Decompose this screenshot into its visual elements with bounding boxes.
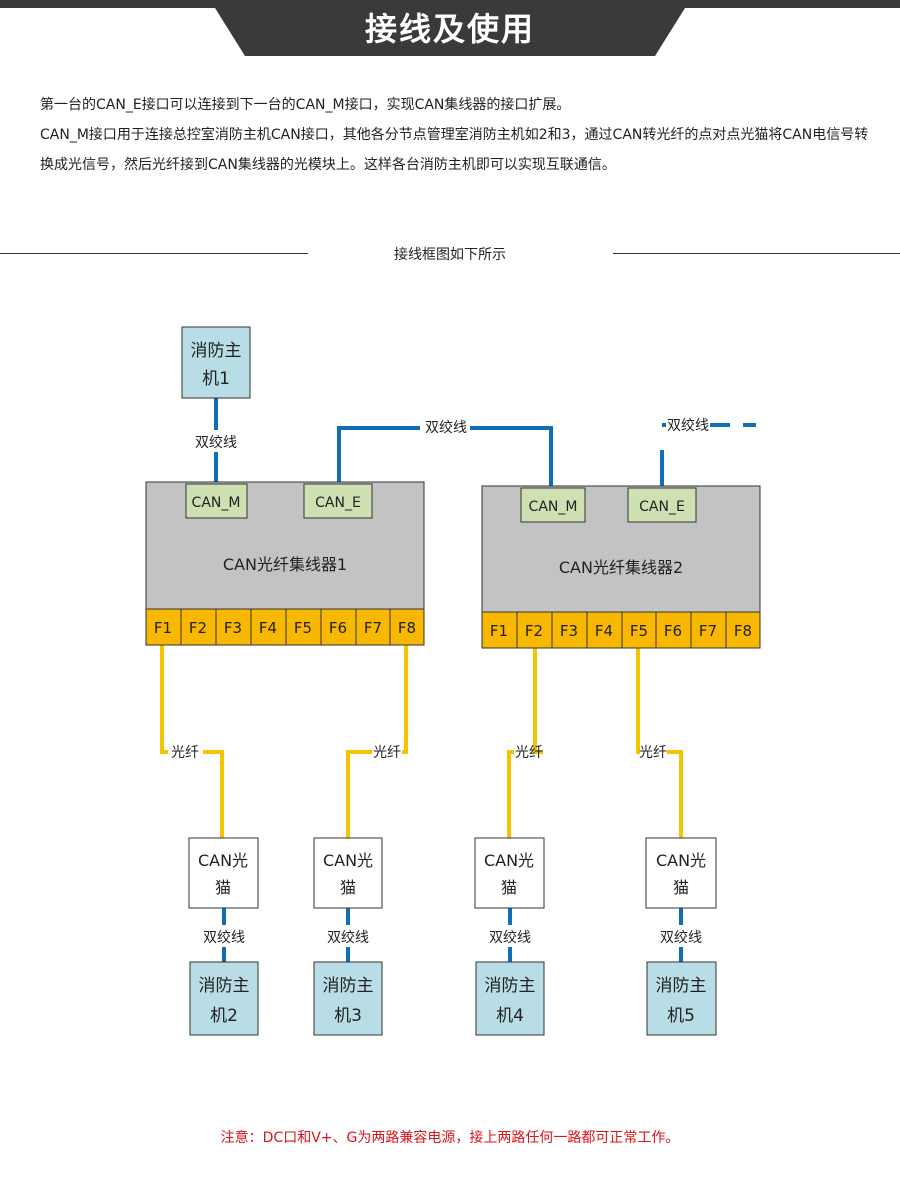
hub-1-port-f7: F7 [364,619,382,637]
hub-1-port-strip: F1 F2 F3 F4 F5 F6 F7 F8 [145,608,425,646]
hub-2-title: CAN光纤集线器2 [559,558,683,577]
can-modem-1-label-a: CAN光 [198,851,248,870]
section-divider-left [0,253,308,254]
hub-2-can-e-label: CAN_E [639,499,685,515]
can-modem-2: CAN光 猫 [313,837,383,909]
hub-1-can-e-port [303,483,373,519]
section-title: 接线框图如下所示 [394,247,506,263]
fiber-lines [160,645,683,838]
can-modem-4-label-b: 猫 [673,878,689,897]
host-2-label-b: 机2 [210,1006,238,1026]
hub-1: CAN_M CAN_E CAN光纤集线器1 F1 F2 F3 F4 F5 F6 … [145,481,425,646]
host-4-label-b: 机4 [496,1006,524,1026]
hub-1-can-m-port [185,483,248,519]
twisted-pair-label-3: 双绞线 [667,417,709,434]
host-3-box: 消防主 机3 [313,961,383,1036]
twisted-pair-label-1: 双绞线 [195,434,237,451]
host-2-box: 消防主 机2 [189,961,259,1036]
hub-1-port-f8: F8 [398,619,416,637]
twisted-pair-label-6: 双绞线 [489,929,531,946]
host-1-label-b: 机1 [202,369,230,389]
twisted-pair-label-7: 双绞线 [660,929,702,946]
hub-1-title: CAN光纤集线器1 [223,555,347,574]
header-banner [0,0,900,56]
can-modem-3-label-b: 猫 [501,878,517,897]
hub-1-port-f2: F2 [189,619,207,637]
hub-2-port-f8: F8 [734,622,752,640]
host-5-label-a: 消防主 [656,976,707,996]
intro-text: 第一台的CAN_E接口可以连接到下一台的CAN_M接口，实现CAN集线器的接口扩… [40,90,870,180]
twisted-pair-label-5: 双绞线 [327,929,369,946]
twisted-pair-label-4: 双绞线 [203,929,245,946]
host-1-box: 消防主 机1 [181,326,251,399]
power-note: 注意：DC口和V+、G为两路兼容电源，接上两路任何一路都可正常工作。 [220,1130,680,1146]
host-3-label-b: 机3 [334,1006,362,1026]
hub-2-can-e-port [627,487,697,523]
page-title: 接线及使用 [364,10,535,48]
twisted-pair-lines [214,398,756,962]
hub-2-port-strip: F1 F2 F3 F4 F5 F6 F7 F8 [481,611,761,649]
can-modem-4: CAN光 猫 [645,837,717,909]
hub-2-port-f3: F3 [560,622,578,640]
fiber-label-3: 光纤 [515,745,543,761]
hub-2-can-m-port [520,487,586,523]
hub-2-port-f6: F6 [664,622,682,640]
can-modem-1: CAN光 猫 [188,837,259,909]
host-1-label-a: 消防主 [191,341,242,361]
can-modem-4-label-a: CAN光 [656,851,706,870]
fiber-label-1: 光纤 [171,745,199,761]
host-5-label-b: 机5 [667,1006,695,1026]
host-3-label-a: 消防主 [323,976,374,996]
host-5-box: 消防主 机5 [646,961,717,1036]
hub-1-port-f1: F1 [154,619,172,637]
hub-2: CAN_M CAN_E CAN光纤集线器2 F1 F2 F3 F4 F5 F6 … [481,485,761,649]
can-modem-1-label-b: 猫 [215,878,231,897]
can-modem-3-label-a: CAN光 [484,851,534,870]
fiber-label-2: 光纤 [373,745,401,761]
hub-1-port-f3: F3 [224,619,242,637]
hub-1-port-f5: F5 [294,619,312,637]
hub-2-port-f5: F5 [630,622,648,640]
twisted-pair-label-2: 双绞线 [425,419,467,436]
intro-line-1: 第一台的CAN_E接口可以连接到下一台的CAN_M接口，实现CAN集线器的接口扩… [40,97,571,113]
intro-line-2: CAN_M接口用于连接总控室消防主机CAN接口，其他各分节点管理室消防主机如2和… [40,127,869,173]
hub-2-can-m-label: CAN_M [529,499,578,515]
host-2-label-a: 消防主 [199,976,250,996]
hub-2-port-f7: F7 [699,622,717,640]
host-4-label-a: 消防主 [485,976,536,996]
hub-1-port-f6: F6 [329,619,347,637]
hub-1-port-f4: F4 [259,619,277,637]
hub-1-can-e-label: CAN_E [315,495,361,511]
hub-2-port-f1: F1 [490,622,508,640]
can-modem-2-label-b: 猫 [340,878,356,897]
can-modem-2-label-a: CAN光 [323,851,373,870]
can-modem-3: CAN光 猫 [474,837,545,909]
host-4-box: 消防主 机4 [475,961,545,1036]
hub-1-can-m-label: CAN_M [192,495,241,511]
fiber-label-4: 光纤 [639,745,667,761]
hub-2-port-f2: F2 [525,622,543,640]
section-divider-right [613,253,900,254]
hub-2-port-f4: F4 [595,622,613,640]
